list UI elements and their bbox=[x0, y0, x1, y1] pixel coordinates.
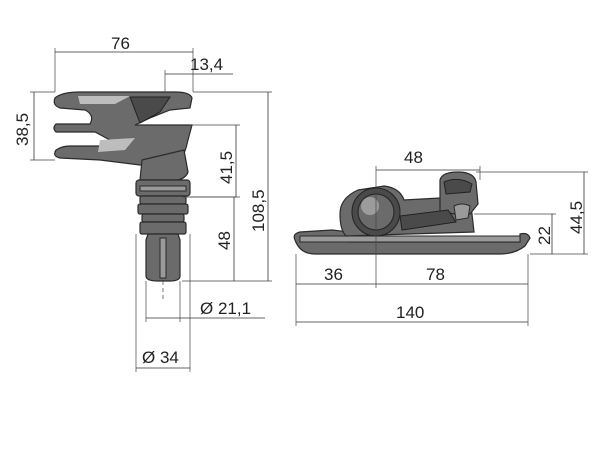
dim-diameter-21-1-label: Ø 21,1 bbox=[200, 299, 251, 318]
dim-48-shaft-label: 48 bbox=[215, 231, 234, 250]
dim-22-label: 22 bbox=[535, 226, 554, 245]
dim-140-label: 140 bbox=[396, 303, 424, 322]
dim-76-label: 76 bbox=[111, 34, 130, 53]
side-view-part bbox=[53, 91, 193, 282]
dim-diameter-34-label: Ø 34 bbox=[142, 348, 179, 367]
plan-view-part bbox=[293, 171, 531, 255]
dim-78-label: 78 bbox=[426, 265, 445, 284]
side-view-dimensions bbox=[30, 48, 272, 372]
plan-view-dimensions bbox=[295, 166, 588, 326]
dim-41-5-label: 41,5 bbox=[217, 151, 236, 184]
dim-13-4-label: 13,4 bbox=[190, 55, 223, 74]
dim-44-5-label: 44,5 bbox=[567, 201, 586, 234]
dim-48-boss-label: 48 bbox=[404, 148, 423, 167]
dim-108-5-label: 108,5 bbox=[249, 189, 268, 232]
dim-36-label: 36 bbox=[324, 265, 343, 284]
dim-38-5-label: 38,5 bbox=[13, 113, 32, 146]
